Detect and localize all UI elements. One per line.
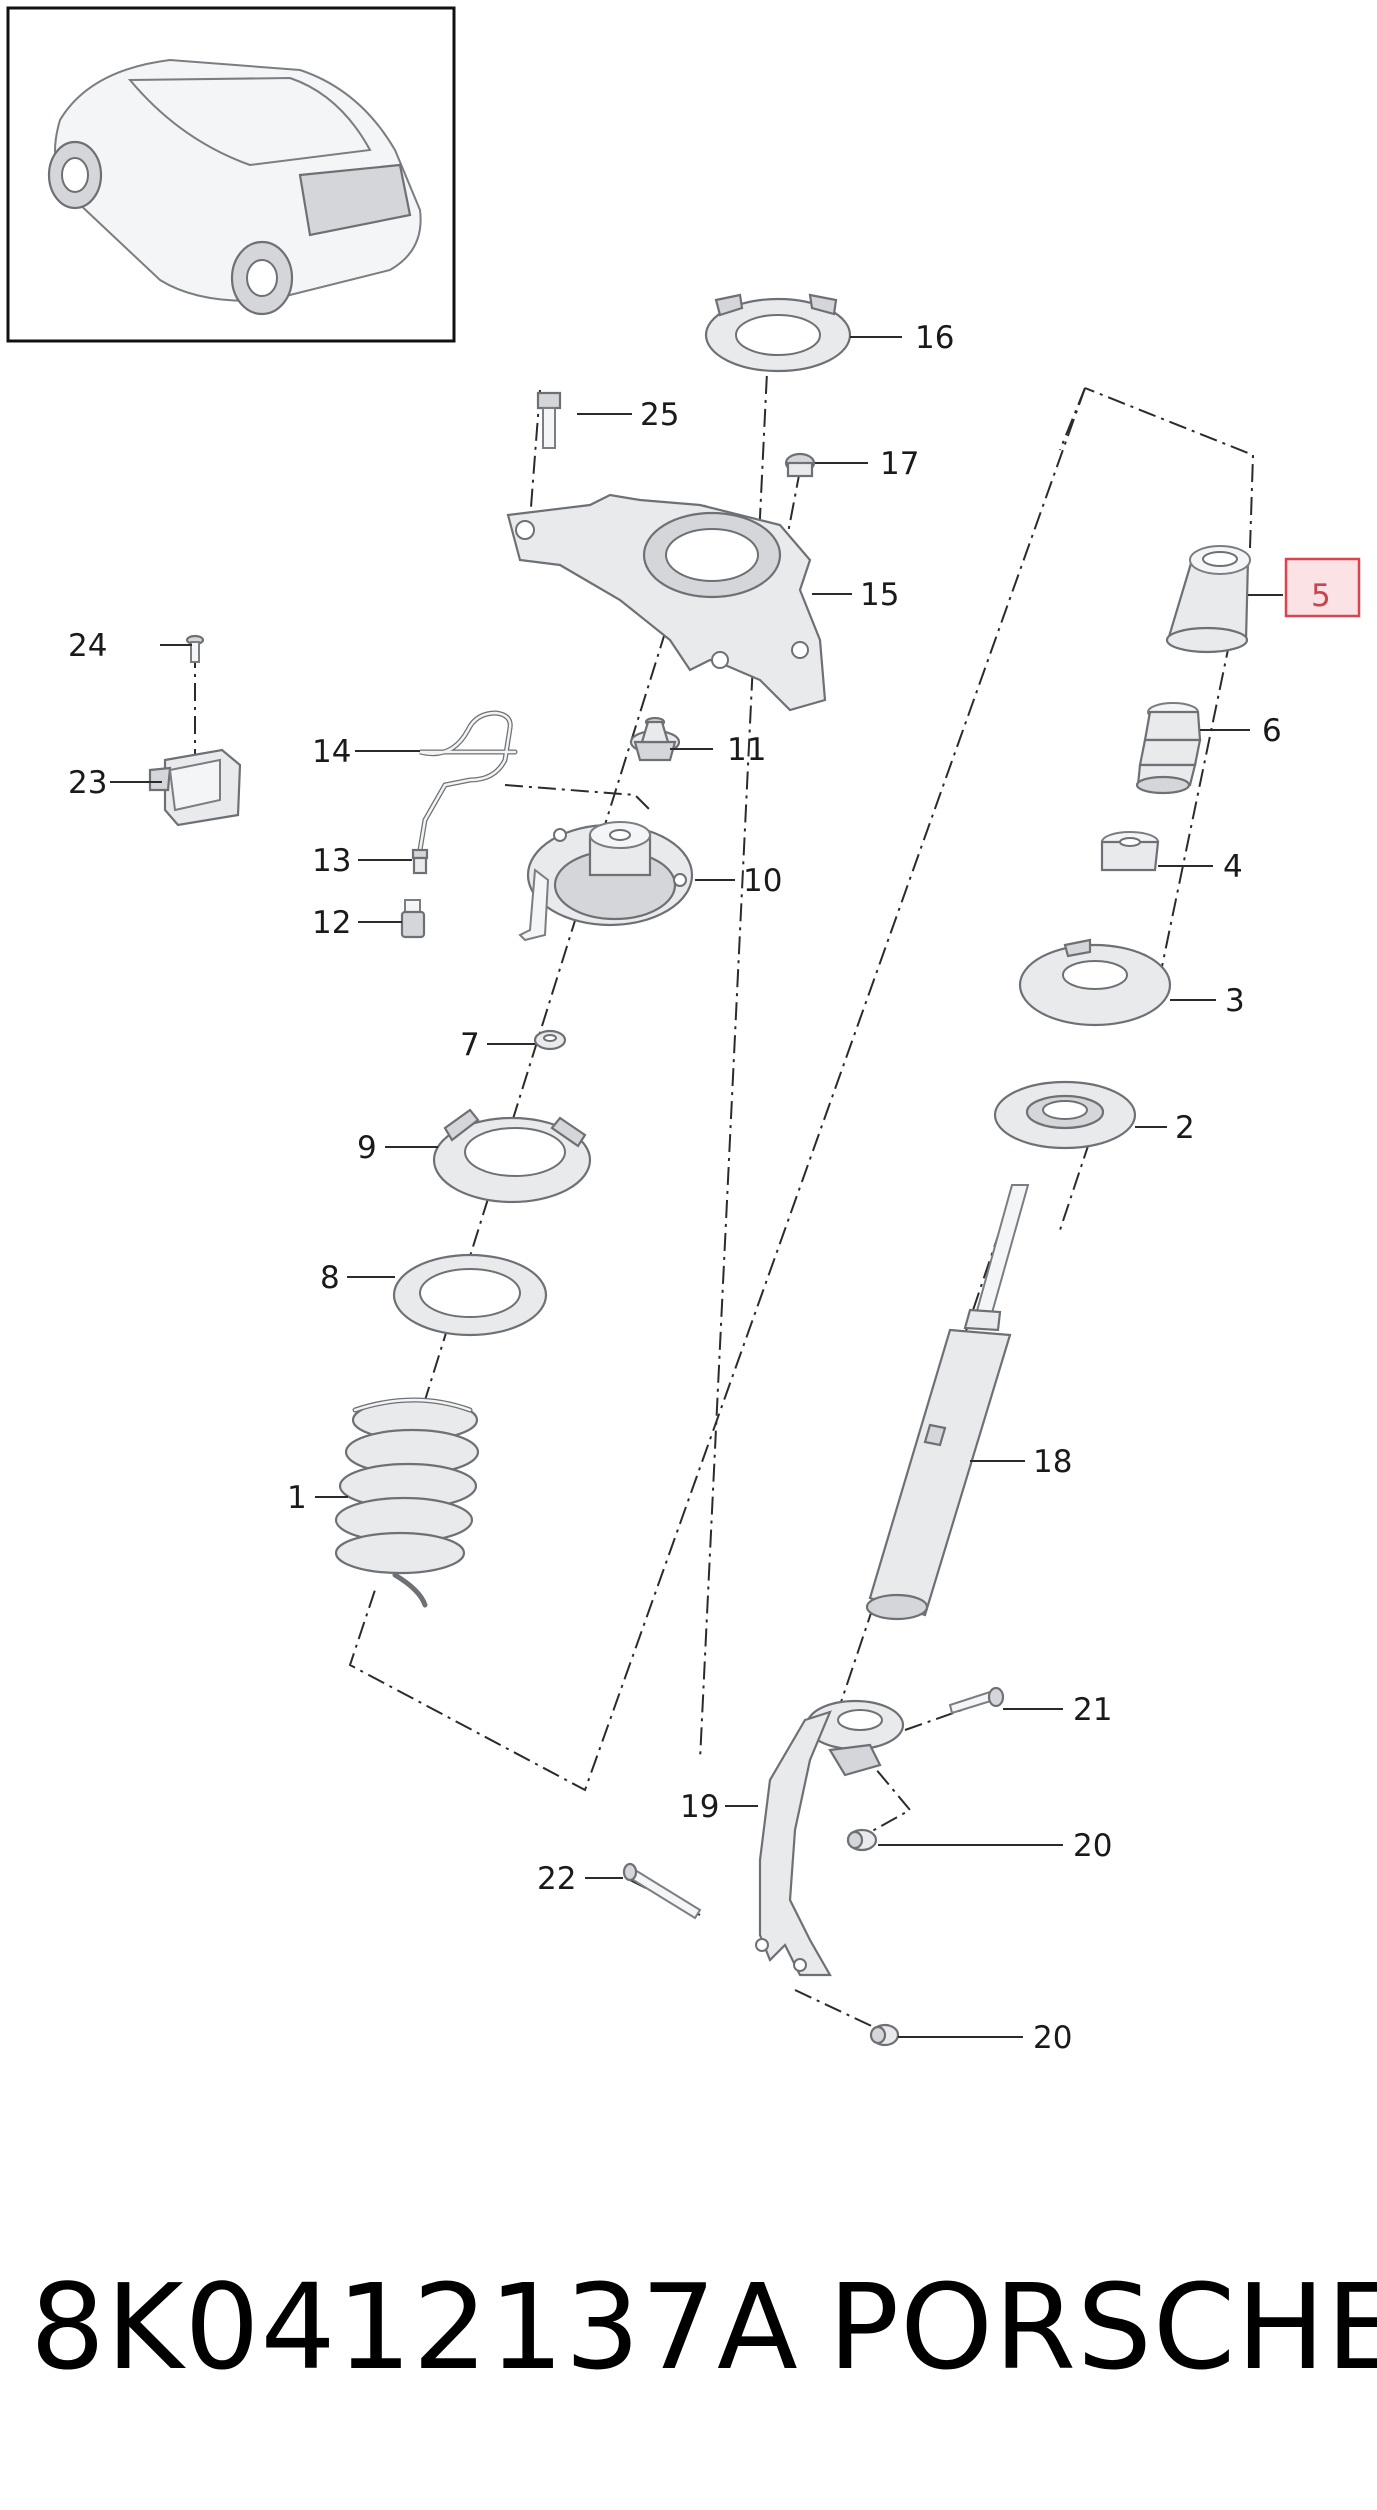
callout-8: 8 — [320, 1260, 340, 1296]
callout-12: 12 — [312, 905, 351, 941]
part-21-bolt — [948, 1686, 1005, 1715]
callout-17: 17 — [880, 446, 919, 482]
part-20-nut-lower — [869, 2023, 900, 2047]
part-23-bracket — [148, 748, 242, 827]
part-number-text: 8K0412137A — [30, 2258, 799, 2396]
part-24-bolt — [185, 634, 205, 663]
vehicle-thumbnail — [6, 6, 456, 343]
part-1-coil-spring — [334, 1397, 480, 1608]
part-22-bolt — [622, 1862, 702, 1920]
callout-24: 24 — [68, 628, 107, 664]
part-7-nut — [533, 1029, 567, 1051]
callout-16: 16 — [915, 320, 954, 356]
part-6-bump-stop — [1135, 702, 1202, 795]
callout-1: 1 — [287, 1480, 307, 1516]
callout-11: 11 — [727, 732, 766, 768]
part-14-sensor-cable — [417, 710, 518, 853]
part-25-bolt — [536, 391, 562, 449]
callout-7: 7 — [460, 1027, 480, 1063]
callout-20-lower: 20 — [1033, 2020, 1072, 2056]
part-10-strut-mount — [518, 821, 694, 942]
callout-23: 23 — [68, 765, 107, 801]
part-5-bump-stop-cover — [1165, 545, 1251, 654]
callout-15: 15 — [860, 577, 899, 613]
callout-10: 10 — [743, 863, 782, 899]
part-19-fork — [755, 1699, 905, 1977]
callout-labels: 16 25 17 15 24 23 14 11 13 10 12 7 9 8 1… — [68, 320, 1331, 2056]
callout-5: 5 — [1311, 578, 1331, 614]
part-12-connector-housing — [400, 899, 426, 939]
callout-13: 13 — [312, 843, 351, 879]
part-16-spring-plate — [704, 293, 852, 373]
part-15-support-bracket — [506, 493, 827, 712]
brand-text: PORSCHE — [828, 2258, 1377, 2396]
part-18-shock-absorber — [865, 1184, 1030, 1621]
part-17-nut — [784, 452, 816, 478]
part-20-nut-upper — [846, 1828, 878, 1852]
part-4-bushing — [1100, 831, 1160, 872]
part-2-plate — [993, 1080, 1137, 1150]
callout-5-highlight-box — [1284, 557, 1361, 618]
part-8-spring-pad — [392, 1253, 548, 1337]
callout-22: 22 — [537, 1861, 576, 1897]
callout-2: 2 — [1175, 1110, 1195, 1146]
leader-lines — [110, 336, 1283, 2038]
callout-9: 9 — [357, 1130, 377, 1166]
callout-25: 25 — [640, 397, 679, 433]
callout-20-upper: 20 — [1073, 1828, 1112, 1864]
callout-4: 4 — [1223, 849, 1243, 885]
callout-6: 6 — [1262, 713, 1282, 749]
part-11-nut — [629, 716, 681, 762]
callout-21: 21 — [1073, 1692, 1112, 1728]
callout-3: 3 — [1225, 983, 1245, 1019]
part-9-spring-seat — [432, 1108, 592, 1204]
callout-19: 19 — [680, 1789, 719, 1825]
part-13-connector — [411, 848, 429, 875]
part-3-plate — [1018, 938, 1172, 1027]
callout-14: 14 — [312, 734, 351, 770]
callout-18: 18 — [1033, 1444, 1072, 1480]
